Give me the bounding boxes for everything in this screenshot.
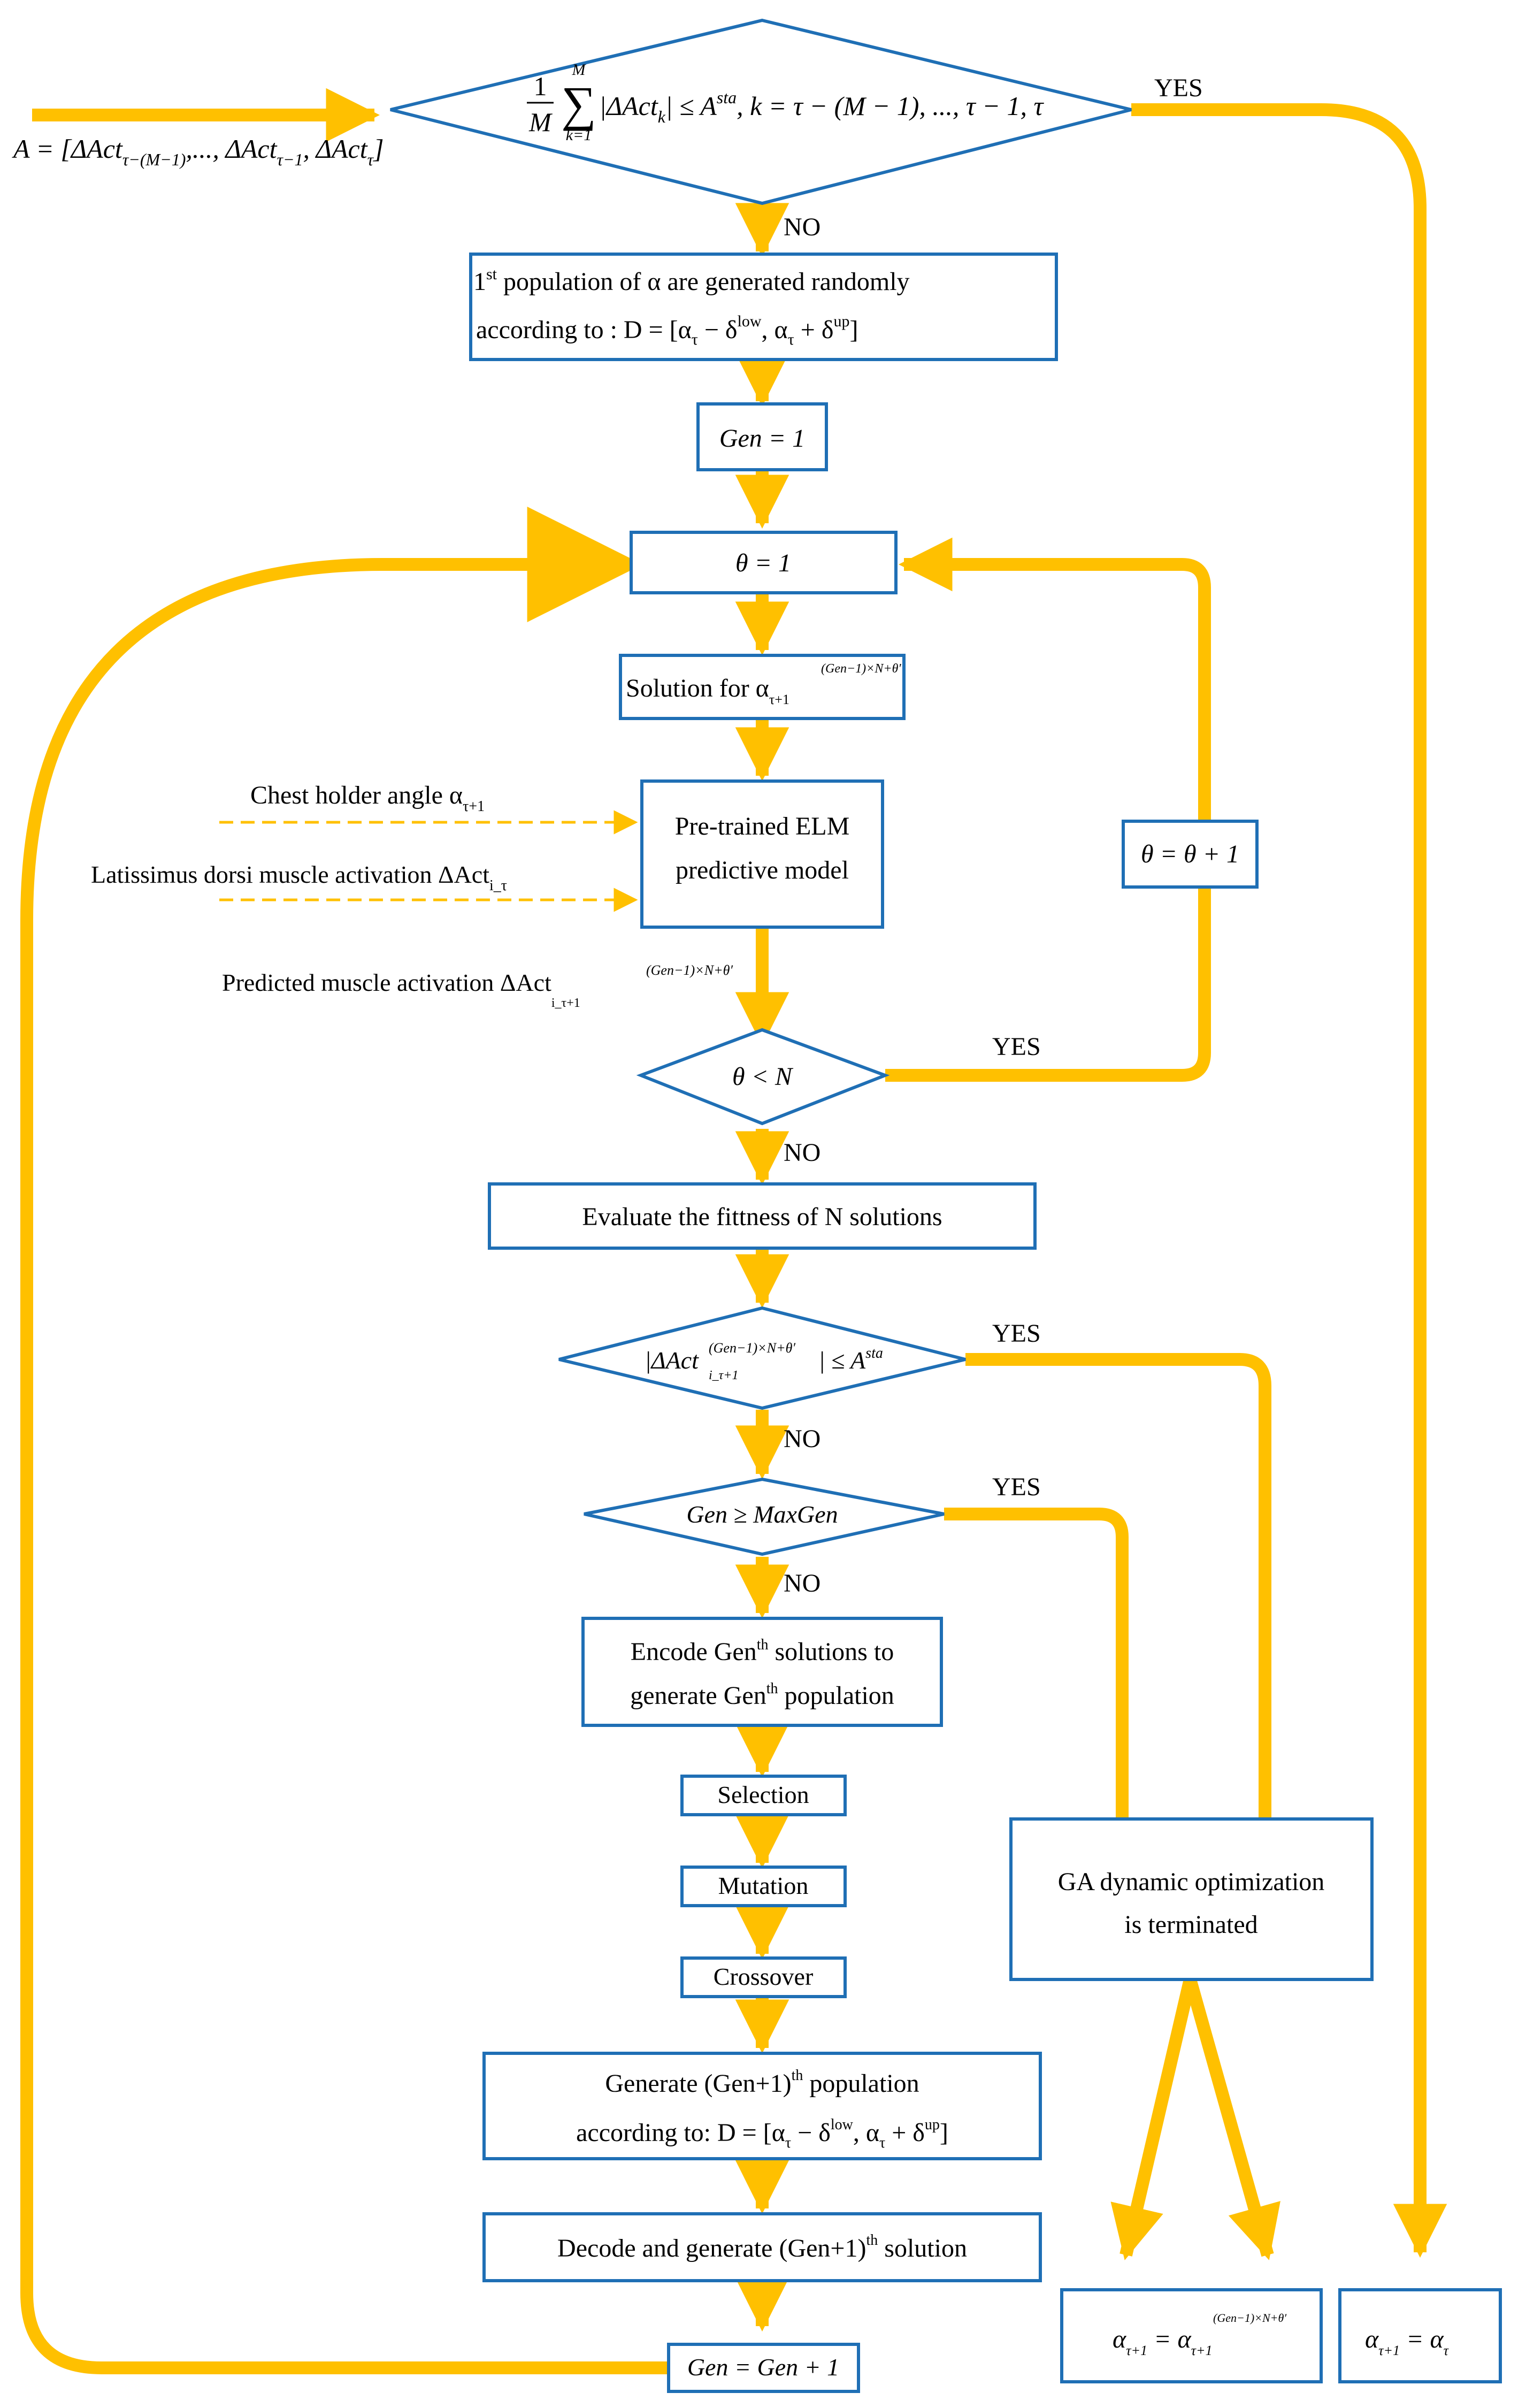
evaluate-label: Evaluate the fittness of N solutions: [582, 1203, 942, 1231]
arrow-terminated-to-right-output: [1184, 1977, 1280, 2260]
box-crossover[interactable]: [680, 1956, 847, 1998]
box-mutation[interactable]: [680, 1866, 847, 1907]
selection-label: Selection: [717, 1781, 809, 1808]
max-gen-label: Gen ≥ MaxGen: [686, 1501, 838, 1528]
box-initial-population[interactable]: [469, 253, 1058, 361]
box-elm-model[interactable]: [640, 779, 884, 929]
elm-line2: predictive model: [676, 856, 849, 884]
box-encode[interactable]: [581, 1617, 943, 1727]
encode-line1: Encode Genth solutions to: [631, 1637, 894, 1666]
encode-line2: generate Genth population: [630, 1680, 894, 1710]
label-no-gen: NO: [784, 1569, 820, 1597]
decision-convergence-check[interactable]: [390, 18, 1132, 205]
decision-max-generation[interactable]: [584, 1477, 945, 1556]
latissimus-input-label: Latissimus dorsi muscle activation ΔActi…: [91, 861, 507, 894]
sum-symbol: ∑: [561, 77, 596, 131]
frac-numerator: 1: [534, 71, 547, 101]
generate-line1: Generate (Gen+1)th population: [605, 2067, 919, 2098]
frac-denominator: M: [528, 107, 553, 137]
sum-lower: k=1: [566, 126, 592, 144]
fitness-formula: |ΔAct: [645, 1347, 699, 1374]
box-decode[interactable]: [482, 2212, 1042, 2282]
arrow-yes-gen: [944, 1508, 1129, 1822]
sum-upper: M: [572, 61, 587, 79]
theta-less-n-label: θ < N: [732, 1062, 794, 1091]
arrow-yes-fitness: [965, 1353, 1271, 1822]
predicted-label: Predicted muscle activation ΔActi_τ+1: [222, 969, 580, 1010]
fitness-superscript: (Gen−1)×N+θ′: [709, 1340, 795, 1356]
crossover-label: Crossover: [714, 1963, 814, 1990]
output-right-formula: ατ+1 = ατ: [1365, 2325, 1450, 2358]
flow-connectors: [20, 88, 1447, 2374]
box-generate-population[interactable]: [482, 2052, 1042, 2160]
gen1-label: Gen = 1: [719, 424, 805, 453]
box-evaluate-fitness[interactable]: [488, 1182, 1037, 1250]
box-selection[interactable]: [680, 1775, 847, 1816]
convergence-formula: |ΔActk| ≤ Asta, k = τ − (M − 1), ..., τ …: [599, 88, 1044, 126]
box-gen-increment[interactable]: [667, 2343, 860, 2393]
label-no-fitness: NO: [784, 1425, 820, 1453]
chest-input-label: Chest holder angle ατ+1: [250, 781, 485, 815]
terminated-line2: is terminated: [1124, 1910, 1257, 1939]
init-line1: 1st population of α are generated random…: [473, 265, 910, 296]
box-gen-equals-1[interactable]: [696, 402, 828, 471]
decision-theta-less-n[interactable]: [636, 1028, 890, 1126]
mutation-label: Mutation: [718, 1872, 809, 1899]
box-theta-increment[interactable]: [1122, 820, 1259, 889]
solution-label: Solution for ατ+1: [626, 674, 789, 707]
flow-text: A = [ΔActτ−(M−1),..., ΔActτ−1, ΔActτ] 1 …: [12, 61, 1450, 2381]
label-yes-gen: YES: [992, 1473, 1041, 1501]
generate-line2: according to: D = [ατ − δlow, ατ + δup]: [576, 2116, 948, 2151]
solution-superscript: (Gen−1)×N+θ′: [821, 662, 901, 676]
label-no-theta: NO: [784, 1138, 820, 1167]
decode-label: Decode and generate (Gen+1)th solution: [557, 2232, 967, 2262]
gen-increment-label: Gen = Gen + 1: [687, 2353, 839, 2381]
terminated-line1: GA dynamic optimization: [1058, 1868, 1325, 1896]
fitness-subscript: i_τ+1: [709, 1369, 738, 1382]
theta1-label: θ = 1: [735, 549, 791, 577]
label-yes-top: YES: [1154, 74, 1203, 102]
output-left-formula: ατ+1 = ατ+1: [1113, 2325, 1213, 2358]
decision-fitness-threshold[interactable]: [558, 1306, 966, 1410]
box-solution[interactable]: [619, 654, 906, 720]
box-output-left[interactable]: [1060, 2288, 1323, 2383]
label-yes-fitness: YES: [992, 1319, 1041, 1348]
label-yes-theta: YES: [992, 1033, 1041, 1061]
flow-shapes: [390, 18, 1502, 2393]
arrow-yes-top-to-output: [1131, 103, 1447, 2258]
arrow-outer-loop: [20, 507, 669, 2374]
arrow-terminated-to-left-output: [1110, 1978, 1197, 2260]
output-left-superscript: (Gen−1)×N+θ′: [1213, 2311, 1287, 2325]
elm-line1: Pre-trained ELM: [675, 812, 850, 840]
fitness-threshold: | ≤ Asta: [818, 1345, 883, 1374]
elm-input-arrows: [219, 810, 638, 912]
label-no-top: NO: [784, 213, 820, 241]
input-vector: A = [ΔActτ−(M−1),..., ΔActτ−1, ΔActτ]: [12, 134, 384, 169]
box-terminated[interactable]: [1009, 1817, 1374, 1981]
box-output-right[interactable]: [1338, 2288, 1502, 2383]
box-theta-equals-1[interactable]: [630, 531, 898, 594]
init-line2: according to : D = [ατ − δlow, ατ + δup]: [476, 312, 858, 348]
theta-increment-label: θ = θ + 1: [1141, 840, 1239, 868]
predicted-superscript: (Gen−1)×N+θ′: [646, 962, 733, 978]
